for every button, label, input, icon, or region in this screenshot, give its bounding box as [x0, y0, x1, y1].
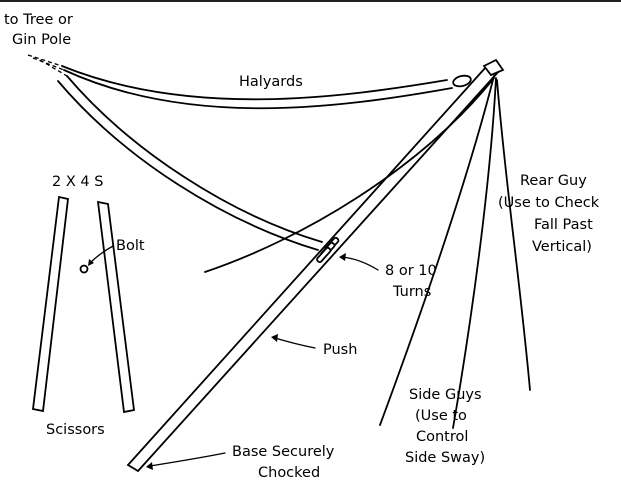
main-pole: [127, 58, 505, 472]
turns-label-1: 8 or 10: [385, 263, 437, 279]
wrap-rope: [57, 75, 323, 251]
cross-rope: [204, 77, 495, 273]
side-guys-label-3: Control: [416, 429, 468, 445]
scissors: [32, 195, 135, 414]
tree-label-line2: Gin Pole: [12, 32, 71, 48]
rear-guy-label-2: (Use to Check: [498, 195, 600, 211]
side-guys-label-4: Side Sway): [405, 450, 485, 466]
side-guys-label-2: (Use to: [415, 408, 467, 424]
wrap-turns: [316, 236, 340, 264]
rear-guy-label-4: Vertical): [532, 239, 592, 255]
rear-guy-label-3: Fall Past: [534, 217, 593, 233]
side-guys-label-1: Side Guys: [409, 387, 482, 403]
scissors-label: Scissors: [46, 422, 105, 438]
tree-label-line1: to Tree or: [4, 12, 73, 28]
tree-dashed-lines: [27, 54, 68, 77]
halyards-label: Halyards: [239, 74, 303, 90]
turns-arrow: [339, 253, 379, 271]
push-label: Push: [323, 342, 357, 358]
base-label-2: Chocked: [258, 465, 320, 481]
rear-guy-label-1: Rear Guy: [520, 173, 587, 189]
halyards: [61, 65, 472, 110]
push-arrow: [271, 334, 316, 349]
guy-lines: [379, 75, 531, 429]
two-by-four-label: 2 X 4 S: [52, 174, 103, 190]
bolt-arrow: [88, 245, 114, 266]
base-arrow: [146, 452, 226, 470]
base-label-1: Base Securely: [232, 444, 335, 460]
bolt-label: Bolt: [116, 238, 145, 254]
turns-label-2: Turns: [392, 284, 431, 300]
